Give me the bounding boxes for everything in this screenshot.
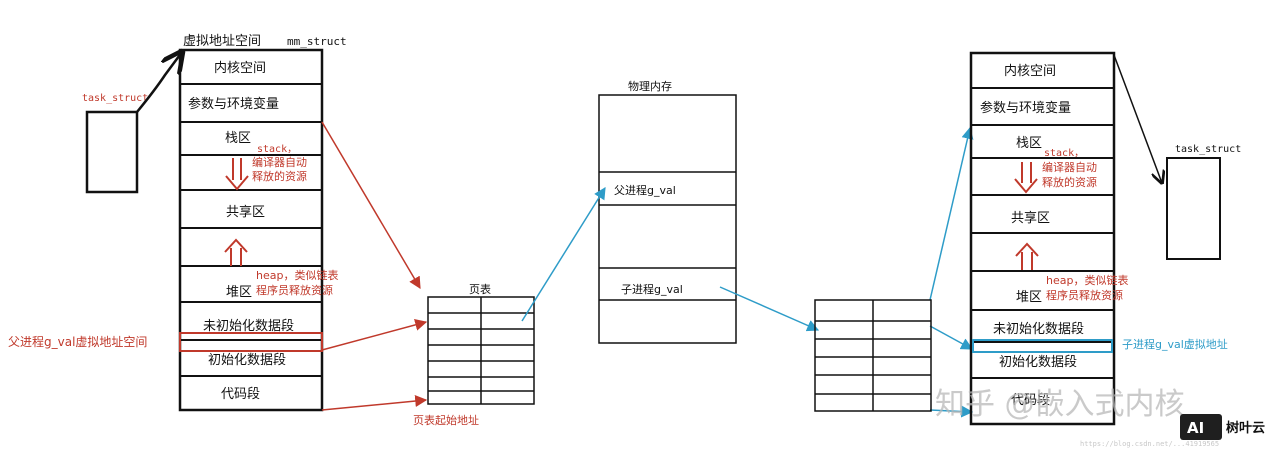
right-page-table	[814, 299, 932, 412]
right-address-space: 内核空间 参数与环境变量 栈区 共享区 堆区 未初始化数据段 初始化数据段 代码…	[969, 51, 1241, 426]
left-page-table: 页表 页表起始地址	[413, 282, 535, 427]
right-gval-highlight	[972, 339, 1113, 353]
right-stack-note-2: 编译器自动	[1042, 160, 1097, 174]
left-mm-struct-label: mm_struct	[287, 35, 347, 48]
brand-logo-badge	[1180, 414, 1222, 440]
parent-gval-label: 父进程g_val虚拟地址空间	[8, 334, 147, 349]
left-heap-note-1: heap，类似链表	[256, 268, 338, 282]
left-stack-note-1: stack，	[257, 144, 297, 155]
right-mm-to-task-arrow	[1113, 54, 1162, 183]
left-address-space: 虚拟地址空间 mm_struct 内核空间 参数与环境变量 栈区 共享区 堆区 …	[8, 34, 347, 412]
left-segment-data: 初始化数据段	[208, 353, 286, 368]
left-segment-kernel: 内核空间	[214, 60, 266, 76]
left-gval-highlight	[179, 332, 323, 352]
physical-child-gval: 子进程g_val	[621, 283, 683, 296]
right-address-frame	[969, 51, 1116, 426]
left-stack-note-2: 编译器自动	[252, 155, 307, 169]
right-task-struct-box	[1166, 157, 1221, 260]
left-segment-text: 代码段	[221, 387, 260, 402]
left-heap-grow-arrow	[224, 238, 248, 266]
right-segment-data: 初始化数据段	[999, 355, 1077, 370]
brand-logo-badge-text: AI	[1187, 419, 1204, 437]
left-page-table-title: 页表	[469, 282, 491, 296]
left-segment-bss: 未初始化数据段	[203, 319, 294, 334]
right-segment-args-env: 参数与环境变量	[980, 100, 1071, 116]
blue-arrows	[521, 126, 974, 418]
right-segment-stack: 栈区	[1016, 136, 1042, 151]
right-stack-note-3: 释放的资源	[1042, 175, 1097, 189]
left-red-arrows	[321, 121, 428, 411]
right-stack-grow-arrow	[1014, 162, 1038, 194]
brand-name: 树叶云	[1226, 420, 1265, 436]
left-address-frame	[178, 48, 324, 412]
right-heap-note-1: heap，类似链表	[1046, 273, 1128, 287]
right-segment-shared: 共享区	[1011, 210, 1050, 226]
right-segment-heap: 堆区	[1016, 290, 1042, 305]
watermark-url: https://blog.csdn.net/...41919565	[1080, 440, 1219, 448]
right-stack-note-1: stack，	[1044, 148, 1084, 159]
right-heap-grow-arrow	[1015, 242, 1039, 270]
right-task-struct-label: task_struct	[1175, 144, 1241, 155]
left-stack-grow-arrow	[225, 158, 249, 191]
left-title: 虚拟地址空间	[183, 34, 261, 49]
right-segment-bss: 未初始化数据段	[993, 322, 1084, 337]
left-task-to-mm-arrow	[136, 52, 182, 113]
watermark: 知乎 @嵌入式内核 https://blog.csdn.net/...41919…	[935, 387, 1265, 448]
left-task-struct-label: task_struct	[82, 93, 148, 104]
child-gval-label: 子进程g_val虚拟地址	[1122, 337, 1228, 351]
physical-parent-gval: 父进程g_val	[614, 184, 676, 197]
left-task-struct-box	[85, 110, 139, 194]
left-page-table-start-label: 页表起始地址	[413, 413, 479, 427]
left-segment-args-env: 参数与环境变量	[188, 96, 279, 112]
right-heap-note-2: 程序员释放资源	[1046, 288, 1123, 302]
left-stack-note-3: 释放的资源	[252, 169, 307, 183]
left-segment-heap: 堆区	[226, 285, 252, 300]
physical-memory-title: 物理内存	[628, 79, 672, 93]
right-segment-text: 代码段	[1011, 393, 1050, 408]
left-segment-stack: 栈区	[225, 131, 251, 146]
physical-memory: 物理内存 父进程g_val 子进程g_val	[598, 79, 737, 344]
watermark-text: 知乎 @嵌入式内核	[935, 387, 1185, 422]
right-segment-kernel: 内核空间	[1004, 63, 1056, 79]
left-heap-note-2: 程序员释放资源	[256, 283, 333, 297]
left-segment-shared: 共享区	[226, 204, 265, 220]
